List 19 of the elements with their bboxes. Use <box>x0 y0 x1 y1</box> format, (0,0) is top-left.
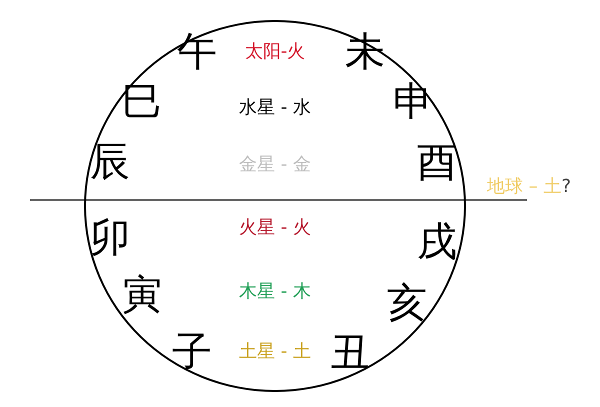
planet-label: 木星 - 木 <box>239 283 311 301</box>
earth-label: 地球 – 土 <box>487 178 562 196</box>
branch-character: 戌 <box>417 222 457 262</box>
planet-label: 太阳-火 <box>244 43 306 61</box>
branch-character: 巳 <box>122 82 162 122</box>
branch-character: 子 <box>172 332 212 372</box>
planet-label: 火星 - 火 <box>239 219 311 237</box>
branch-character: 亥 <box>387 283 427 323</box>
branch-character: 卯 <box>90 218 130 258</box>
branch-character: 辰 <box>90 142 130 182</box>
branch-character: 酉 <box>417 143 457 183</box>
branch-character: 申 <box>393 82 433 122</box>
planet-label: 土星 - 土 <box>239 343 311 361</box>
branch-character: 寅 <box>122 275 162 315</box>
question-mark: ? <box>561 178 572 196</box>
branch-character: 丑 <box>330 333 370 373</box>
planet-label: 水星 - 水 <box>239 99 311 117</box>
planet-label: 金星 - 金 <box>239 156 311 174</box>
circle <box>84 20 466 392</box>
